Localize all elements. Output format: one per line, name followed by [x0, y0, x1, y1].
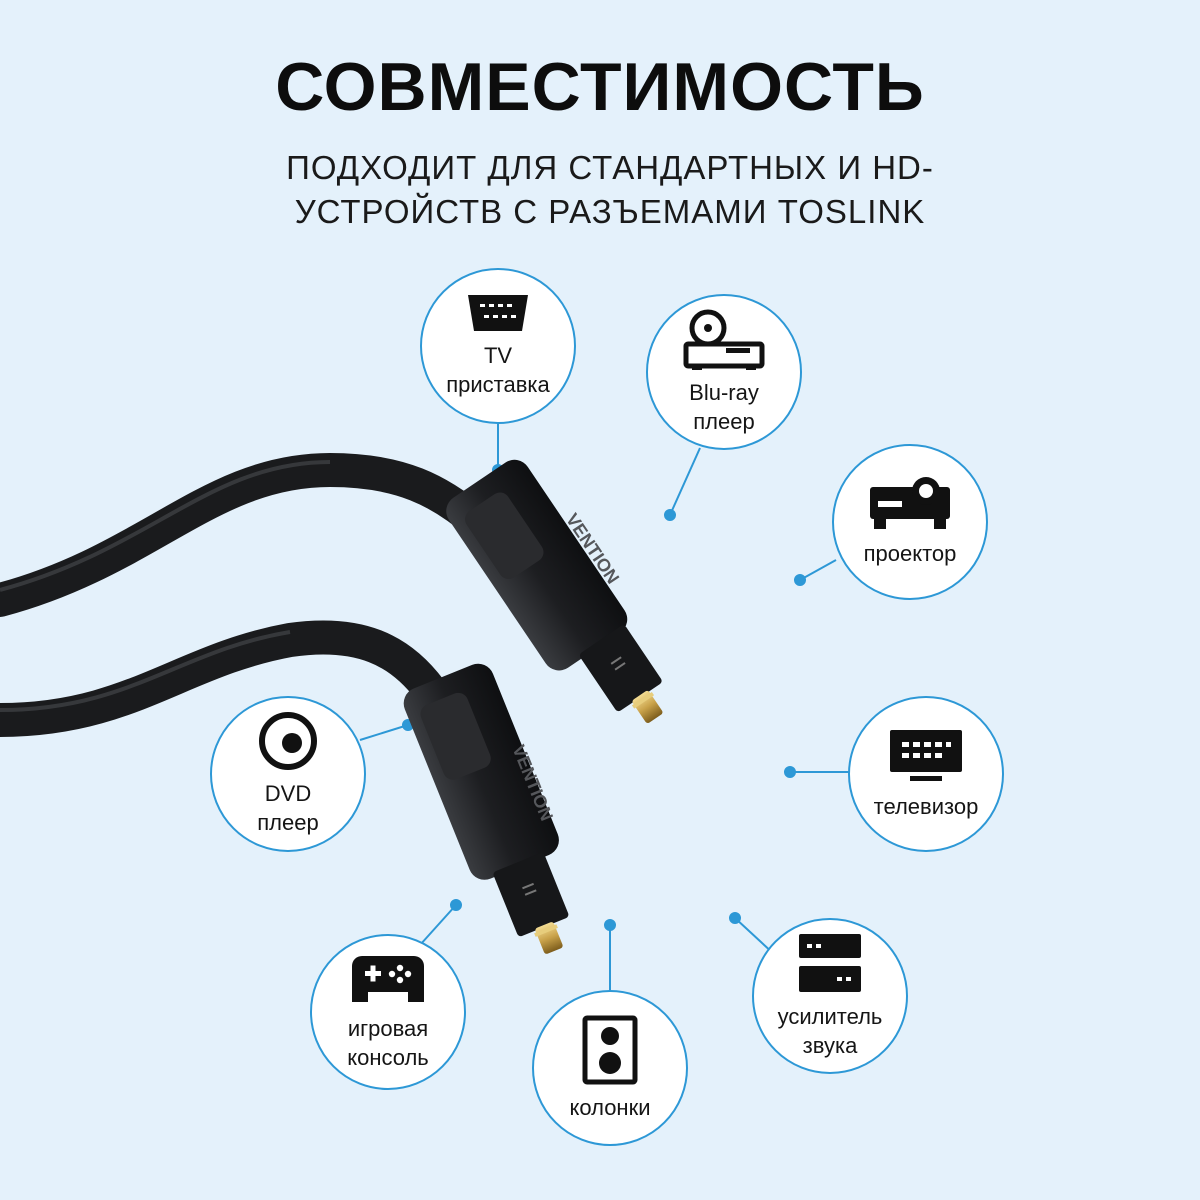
dot-amplifier — [729, 912, 741, 924]
device-dvd: DVD плеер — [210, 696, 366, 852]
projector-icon — [870, 476, 950, 529]
device-bluray: Blu-ray плеер — [646, 294, 802, 450]
dot-speakers — [604, 919, 616, 931]
line-console — [419, 904, 457, 946]
line-bluray — [669, 447, 701, 516]
dot-console — [450, 899, 462, 911]
device-label-line1: DVD — [264, 781, 312, 806]
subtitle-line-2: УСТРОЙСТВ С РАЗЪЕМАМИ TOSLINK — [294, 193, 926, 230]
page-subtitle: ПОДХОДИТ ДЛЯ СТАНДАРТНЫХ И HD- УСТРОЙСТВ… — [250, 146, 970, 234]
dot-bluray — [664, 509, 676, 521]
device-label-line1: усилитель — [777, 1004, 883, 1029]
device-label-line2: плеер — [257, 810, 319, 835]
device-label-line1: Blu-ray — [689, 380, 759, 405]
dvd-disc-icon — [259, 712, 317, 770]
line-dvd — [359, 724, 409, 741]
device-amplifier: усилитель звука — [752, 918, 908, 1074]
line-projector — [799, 559, 837, 581]
device-label-line1: TV — [483, 343, 513, 368]
device-label-line1: проектор — [863, 540, 957, 566]
connector-lower: VENTION — [403, 663, 569, 954]
device-label-line1: колонки — [569, 1094, 651, 1120]
cable-wire-upper — [0, 452, 497, 617]
cable-wire-lower — [0, 620, 447, 737]
device-label-line2: консоль — [347, 1045, 429, 1070]
device-television: телевизор — [848, 696, 1004, 852]
page-title: СОВМЕСТИМОСТЬ — [275, 49, 925, 125]
device-label-line2: плеер — [693, 409, 755, 434]
device-label-line2: приставка — [446, 372, 550, 397]
device-label-line2: звука — [802, 1033, 858, 1058]
gamepad-icon — [352, 956, 424, 1002]
device-tv-box: TV приставка — [420, 268, 576, 424]
device-speakers: колонки — [532, 990, 688, 1146]
subtitle-line-1: ПОДХОДИТ ДЛЯ СТАНДАРТНЫХ И HD- — [286, 149, 934, 186]
device-label-line1: игровая — [347, 1016, 429, 1041]
device-label-line1: телевизор — [873, 793, 979, 819]
dot-tv — [784, 766, 796, 778]
television-icon — [890, 729, 962, 781]
tv-box-icon — [468, 295, 528, 331]
dot-projector — [794, 574, 806, 586]
device-projector: проектор — [832, 444, 988, 600]
device-game-console: игровая консоль — [310, 934, 466, 1090]
speaker-icon — [582, 1015, 638, 1084]
amplifier-icon — [799, 934, 861, 992]
bluray-player-icon — [683, 309, 765, 370]
